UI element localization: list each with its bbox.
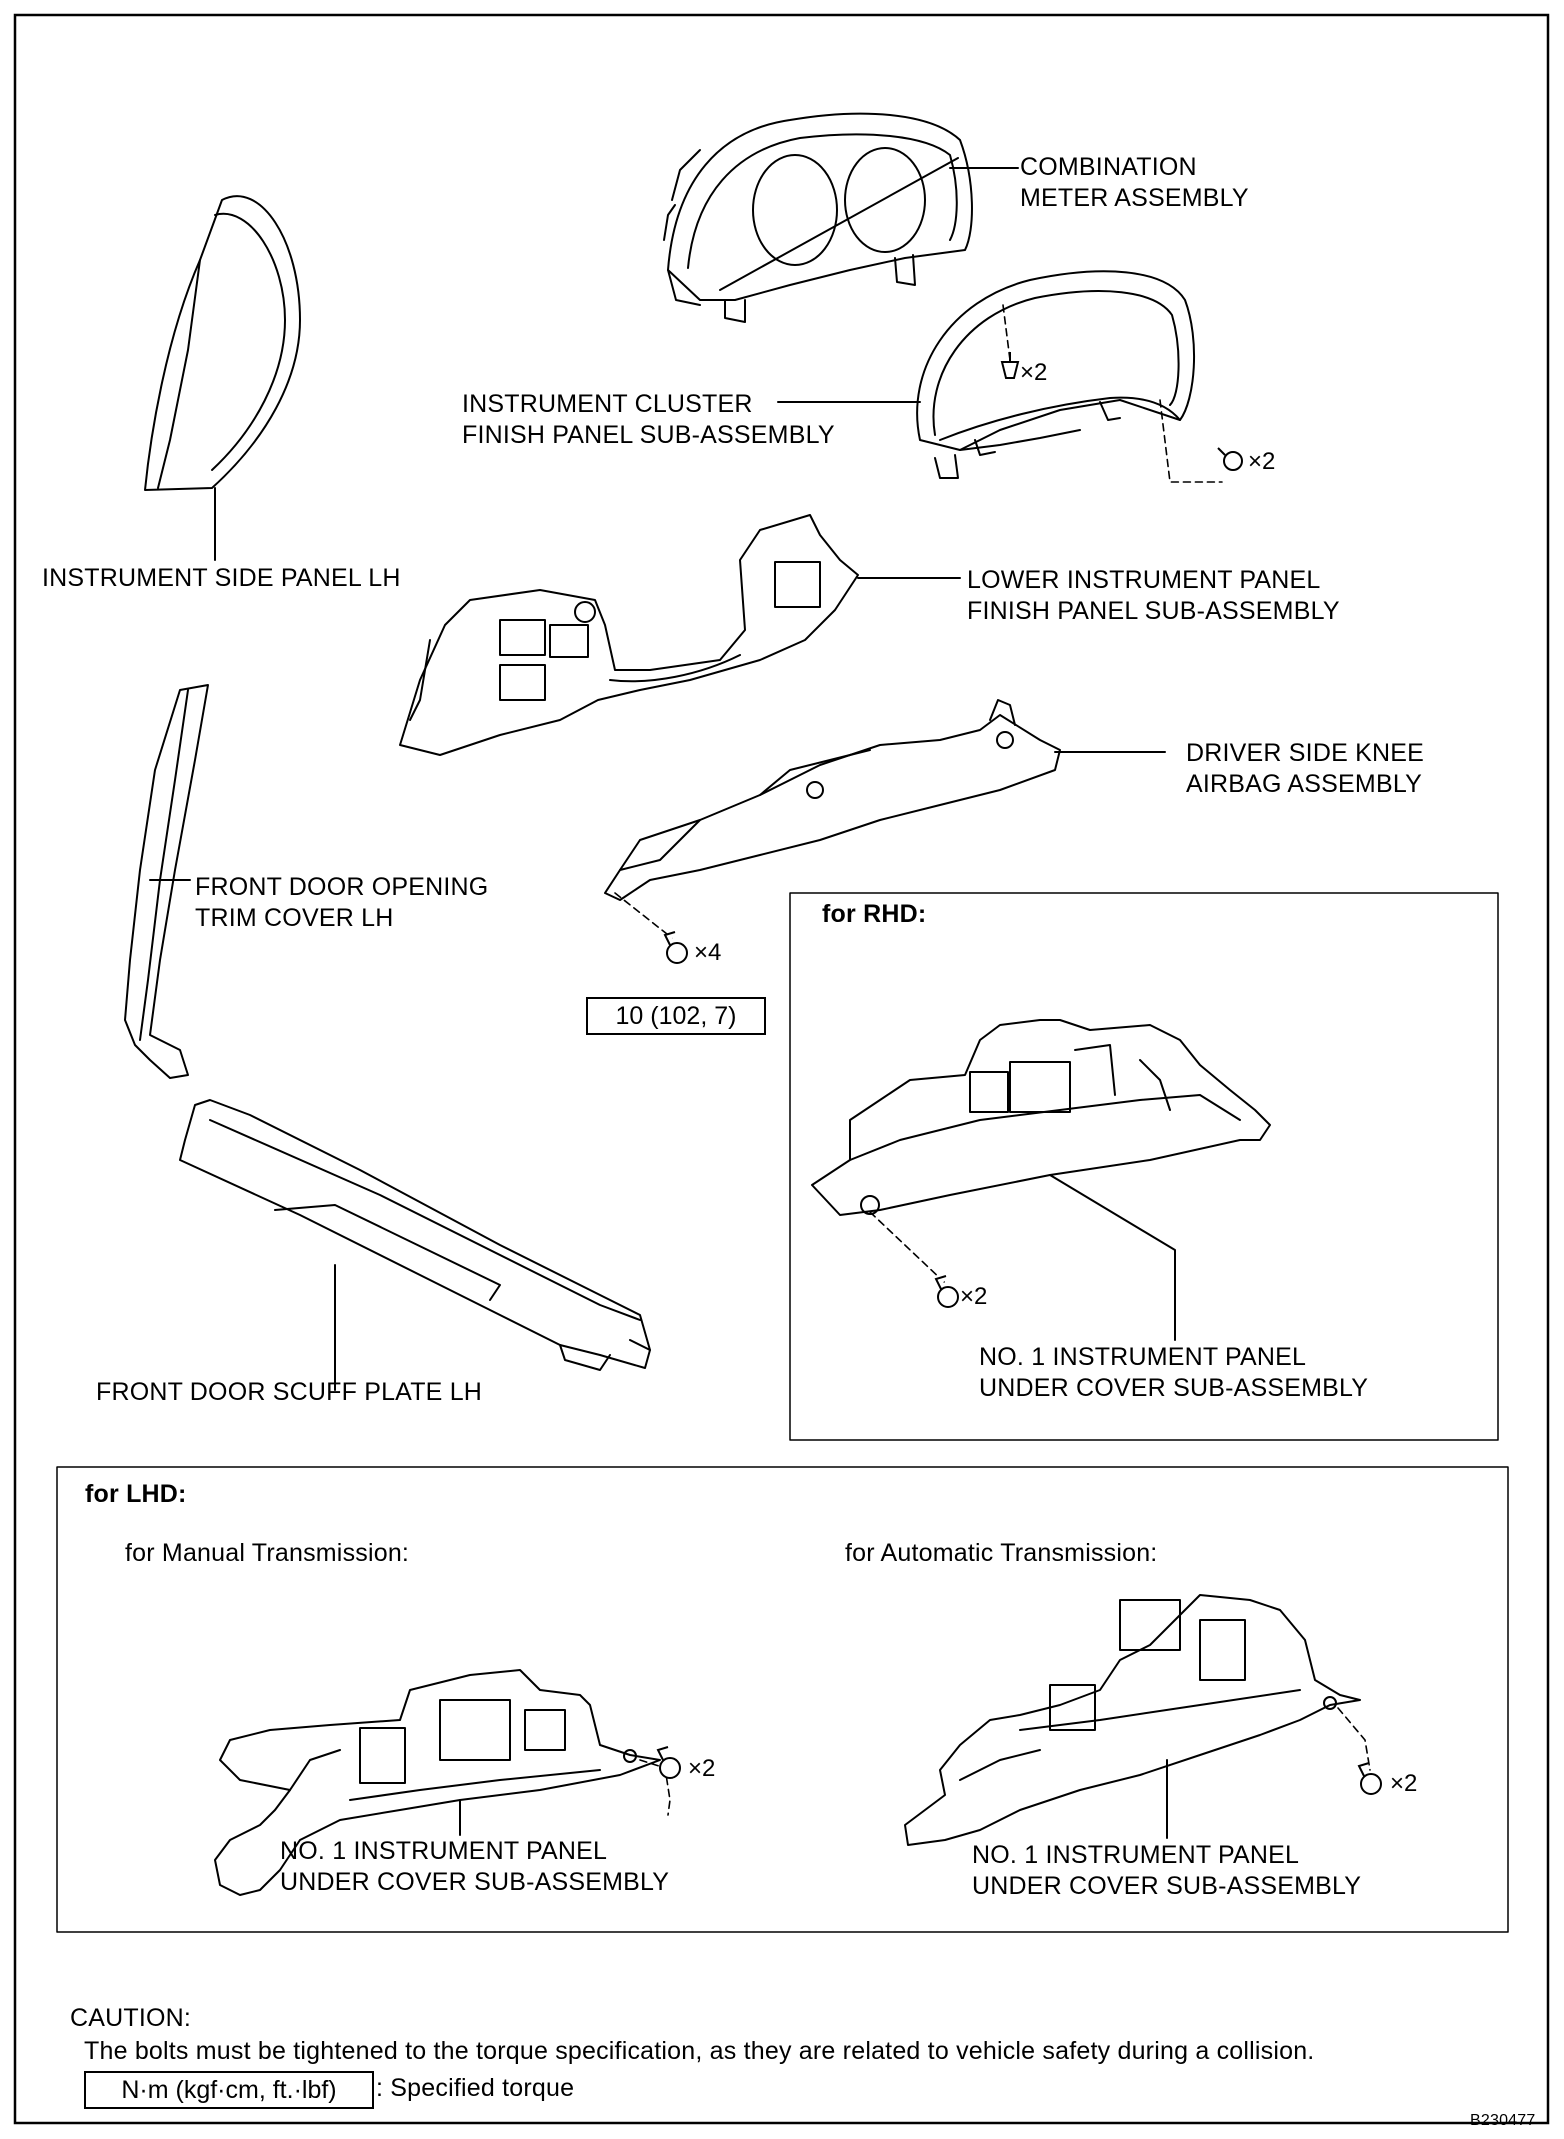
mt-bolt-quantity: ×2 [688,1755,716,1782]
at-under-cover-drawing [904,1594,1361,1846]
at-under-cover-label-line2: UNDER COVER SUB-ASSEMBLY [972,1872,1362,1900]
screw-dash-line [1159,399,1223,483]
lower-finish-panel-drawing [399,514,859,756]
rhd-title: for RHD: [822,900,927,928]
at-under-cover-label-line1: NO. 1 INSTRUMENT PANEL [972,1841,1300,1869]
side-panel-drawing [144,195,301,491]
rhd-under-cover-label-line2: UNDER COVER SUB-ASSEMBLY [979,1374,1369,1402]
bolt-icon-at [1357,1762,1382,1795]
bolt-icon-rhd [934,1275,959,1308]
bolt-dash-line [614,892,673,939]
scuff-plate-label: FRONT DOOR SCUFF PLATE LH [96,1378,483,1406]
rhd-under-cover-label-line1: NO. 1 INSTRUMENT PANEL [979,1343,1307,1371]
caution-text: The bolts must be tightened to the torqu… [84,2037,1315,2065]
door-trim-label-line2: TRIM COVER LH [195,904,394,932]
mt-bolt-dash-line [639,1759,671,1816]
lhd-title: for LHD: [85,1480,187,1508]
clip-icon [1000,352,1020,379]
bolt-quantity: ×4 [694,939,722,966]
cluster-panel-label-line1: INSTRUMENT CLUSTER [462,390,753,418]
torque-legend-text: : Specified torque [376,2074,575,2102]
rhd-under-cover-drawing [811,1019,1271,1216]
torque-legend-box: N·m (kgf·cm, ft.·lbf) [84,2071,374,2109]
bolt-icon-mt [656,1746,681,1779]
clip-dash-line [1002,304,1011,361]
cluster-panel-label-line2: FINISH PANEL SUB-ASSEMBLY [462,421,835,449]
door-trim-label-line1: FRONT DOOR OPENING [195,873,489,901]
rhd-under-cover-leader [1049,1174,1176,1341]
rhd-bolt-quantity: ×2 [960,1283,988,1310]
mt-under-cover-drawing [214,1669,661,1896]
at-bolt-dash-line [1337,1707,1371,1771]
automatic-transmission-label: for Automatic Transmission: [845,1539,1158,1567]
clip-quantity: ×2 [1020,359,1048,386]
side-panel-label: INSTRUMENT SIDE PANEL LH [42,564,401,592]
knee-airbag-drawing [604,699,1061,901]
combination-meter-drawing [663,112,973,323]
knee-airbag-label-line1: DRIVER SIDE KNEE [1186,739,1424,767]
lhd-box [56,1466,1509,1933]
at-bolt-quantity: ×2 [1390,1770,1418,1797]
combination-meter-label-line1: COMBINATION [1020,153,1197,181]
scuff-plate-drawing [179,1099,651,1371]
screw-quantity: ×2 [1248,448,1276,475]
caution-title: CAUTION: [70,2004,192,2032]
torque-box: 10 (102, 7) [586,997,766,1035]
manual-transmission-label: for Manual Transmission: [125,1539,410,1567]
lower-panel-label-line2: FINISH PANEL SUB-ASSEMBLY [967,597,1340,625]
mt-under-cover-label-line1: NO. 1 INSTRUMENT PANEL [280,1837,608,1865]
figure-id: B230477 [1470,2112,1536,2129]
cluster-finish-panel-drawing [916,270,1196,479]
knee-airbag-label-line2: AIRBAG ASSEMBLY [1186,770,1422,798]
outer-frame [13,13,1550,2125]
screw-icon-cluster [1217,447,1243,471]
rhd-box [789,892,1499,1441]
rhd-bolt-dash-line [869,1211,945,1283]
bolt-icon-knee [663,931,688,964]
combination-meter-label-line2: METER ASSEMBLY [1020,184,1249,212]
lower-panel-label-line1: LOWER INSTRUMENT PANEL [967,566,1321,594]
mt-under-cover-label-line2: UNDER COVER SUB-ASSEMBLY [280,1868,670,1896]
